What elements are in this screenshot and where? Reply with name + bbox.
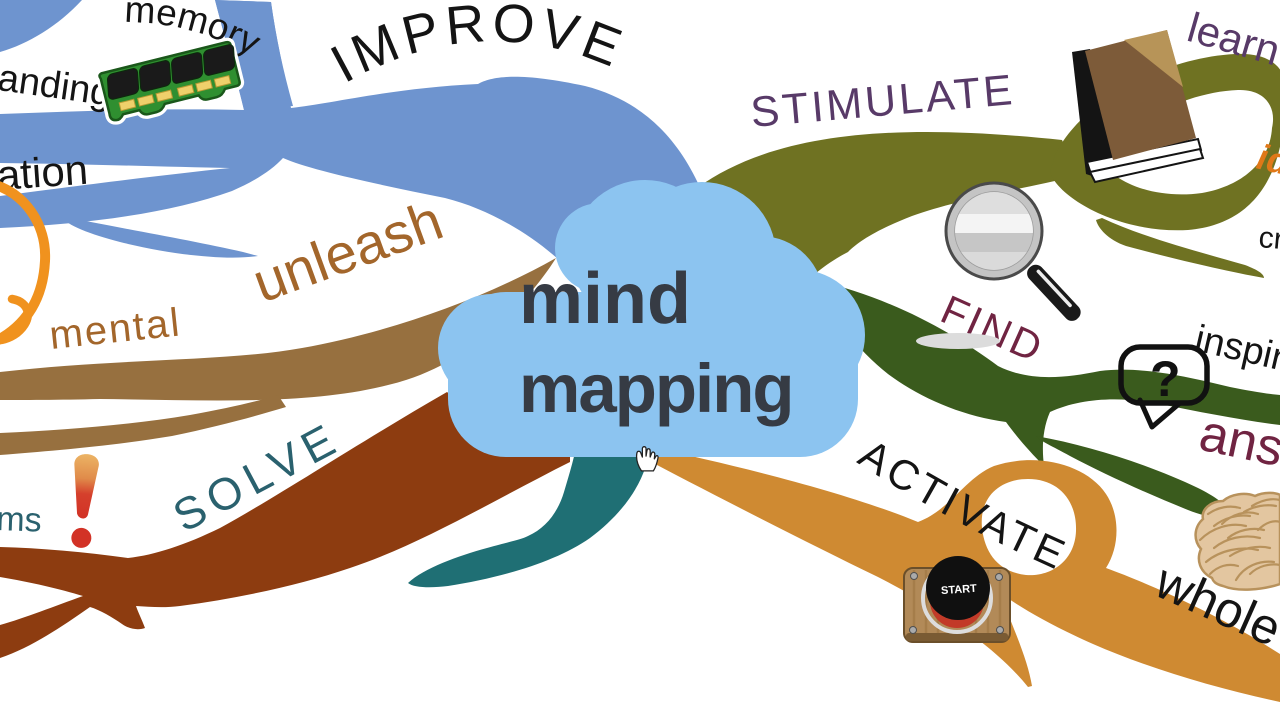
svg-text:cr: cr (1257, 221, 1280, 256)
svg-text:mind: mind (519, 259, 691, 339)
svg-text:?: ? (1150, 351, 1181, 407)
svg-text:START: START (941, 583, 978, 597)
svg-text:mapping: mapping (519, 350, 793, 427)
svg-text:ms: ms (0, 500, 42, 540)
